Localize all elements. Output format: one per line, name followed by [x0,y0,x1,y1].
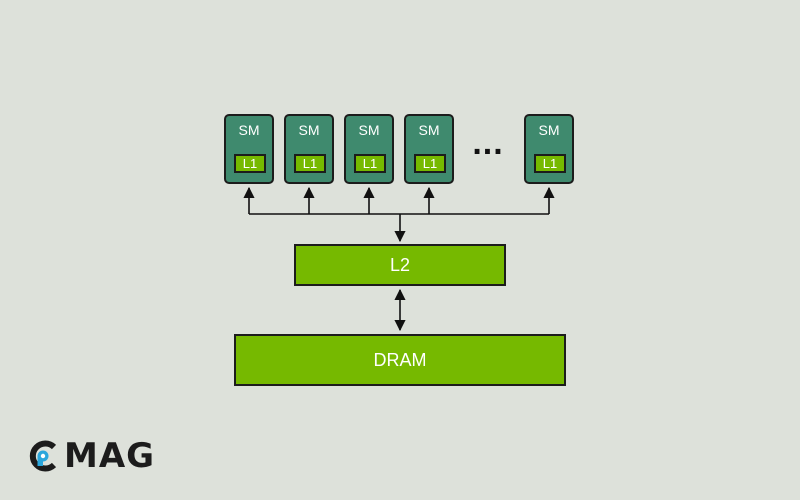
sm-unit-3: SM L1 [344,114,394,184]
sm-unit-4: SM L1 [404,114,454,184]
l1-cache: L1 [414,154,446,173]
l1-cache: L1 [294,154,326,173]
ellipsis: ... [472,124,504,162]
sm-label: SM [298,122,320,138]
l1-cache: L1 [234,154,266,173]
sm-label: SM [538,122,560,138]
logo-c-icon [29,440,57,472]
logo-text: MAG [64,436,156,476]
sm-unit-1: SM L1 [224,114,274,184]
dram-block: DRAM [234,334,566,386]
sm-label: SM [358,122,380,138]
l1-cache: L1 [534,154,566,173]
site-logo: MAG [26,436,155,476]
sm-label: SM [418,122,440,138]
sm-unit-2: SM L1 [284,114,334,184]
sm-label: SM [238,122,260,138]
l2-cache: L2 [294,244,506,286]
sm-unit-5: SM L1 [524,114,574,184]
l1-cache: L1 [354,154,386,173]
